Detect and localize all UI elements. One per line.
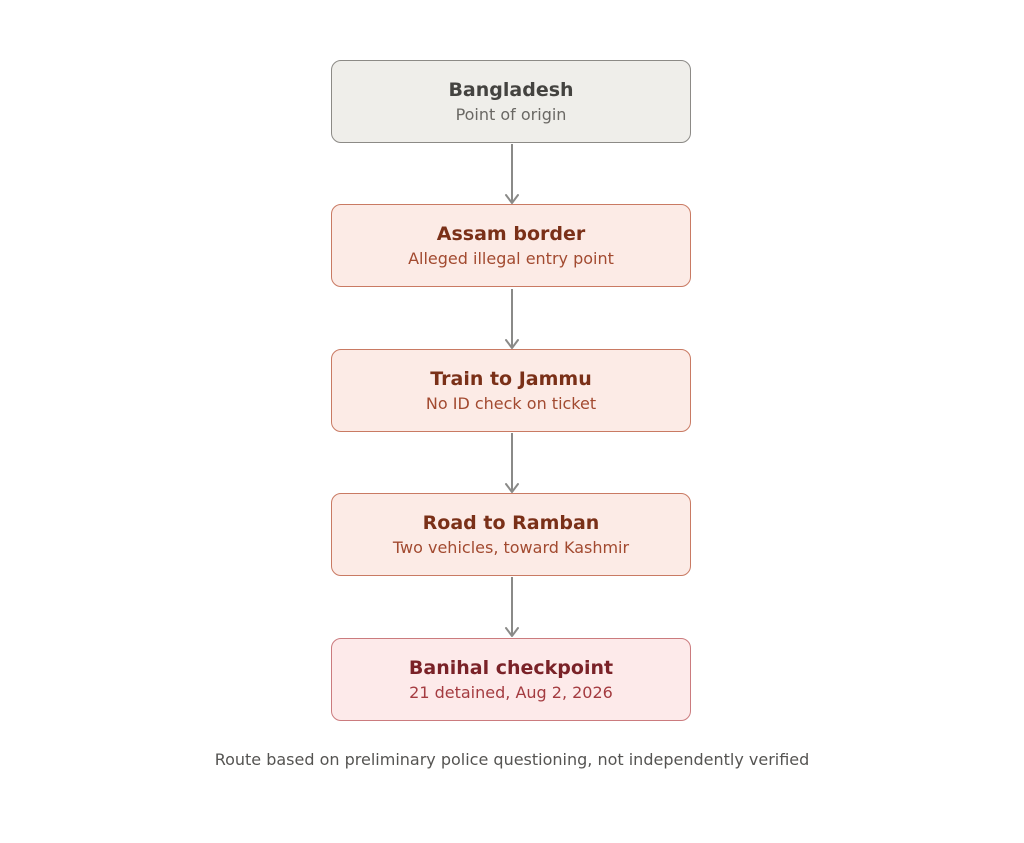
step-subtitle: Two vehicles, toward Kashmir xyxy=(392,538,630,557)
step-subtitle: Point of origin xyxy=(455,105,567,124)
step-title: Road to Ramban xyxy=(422,512,600,534)
step-road-node: Road to Ramban Two vehicles, toward Kash… xyxy=(331,493,691,576)
step-assam-border-node: Assam border Alleged illegal entry point xyxy=(331,204,691,287)
diagram-caption: Route based on preliminary police questi… xyxy=(214,750,810,769)
step-origin-node: Bangladesh Point of origin xyxy=(331,60,691,143)
step-title: Train to Jammu xyxy=(430,368,592,390)
step-subtitle: Alleged illegal entry point xyxy=(408,249,614,268)
step-subtitle: No ID check on ticket xyxy=(425,394,597,413)
step-title: Bangladesh xyxy=(448,79,574,101)
step-checkpoint-node: Banihal checkpoint 21 detained, Aug 2, 2… xyxy=(331,638,691,721)
flow-arrow xyxy=(505,577,519,637)
step-title: Banihal checkpoint xyxy=(408,657,614,679)
flow-arrow xyxy=(505,433,519,493)
step-title: Assam border xyxy=(436,223,586,245)
flow-arrow xyxy=(505,144,519,204)
step-train-node: Train to Jammu No ID check on ticket xyxy=(331,349,691,432)
flow-arrow xyxy=(505,289,519,349)
step-subtitle: 21 detained, Aug 2, 2026 xyxy=(409,683,613,702)
